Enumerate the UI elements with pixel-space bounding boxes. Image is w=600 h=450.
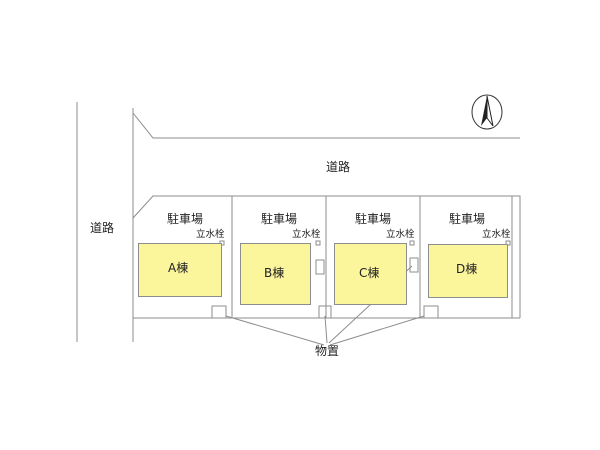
north-arrow-icon — [471, 94, 503, 130]
lots-north-boundary — [132, 195, 521, 318]
building-a-label: A棟 — [168, 261, 189, 275]
west-road-label: 道路 — [90, 221, 115, 235]
building-b — [240, 243, 311, 305]
parking-label-d: 駐車場 — [449, 212, 486, 226]
storage-shed-c — [423, 305, 439, 319]
meter-box — [315, 259, 325, 275]
hydrant-marker — [505, 240, 511, 246]
parking-label-a: 駐車場 — [167, 212, 204, 226]
storage-shed-a — [211, 305, 227, 319]
storage-label: 物置 — [315, 344, 340, 358]
storage-leader-1 — [225, 315, 325, 346]
hydrant-label-a: 立水栓 — [196, 229, 225, 240]
hydrant-label-d: 立水栓 — [482, 229, 511, 240]
hydrant-label-c: 立水栓 — [386, 229, 415, 240]
building-d-label: D棟 — [456, 262, 478, 276]
hydrant-marker — [315, 240, 321, 246]
building-b-label: B棟 — [264, 266, 285, 280]
parking-label-b: 駐車場 — [261, 212, 298, 226]
building-c-label: C棟 — [359, 266, 380, 280]
north-road-label: 道路 — [326, 160, 351, 174]
hydrant-label-b: 立水栓 — [292, 229, 321, 240]
meter-box — [409, 257, 419, 273]
building-a — [138, 243, 222, 297]
storage-leader-3 — [329, 315, 425, 346]
hydrant-marker — [409, 240, 415, 246]
north-road-corner — [132, 112, 520, 139]
storage-leader-2 — [324, 315, 328, 344]
parking-label-c: 駐車場 — [355, 212, 392, 226]
building-c — [334, 243, 407, 305]
building-d — [428, 244, 508, 298]
